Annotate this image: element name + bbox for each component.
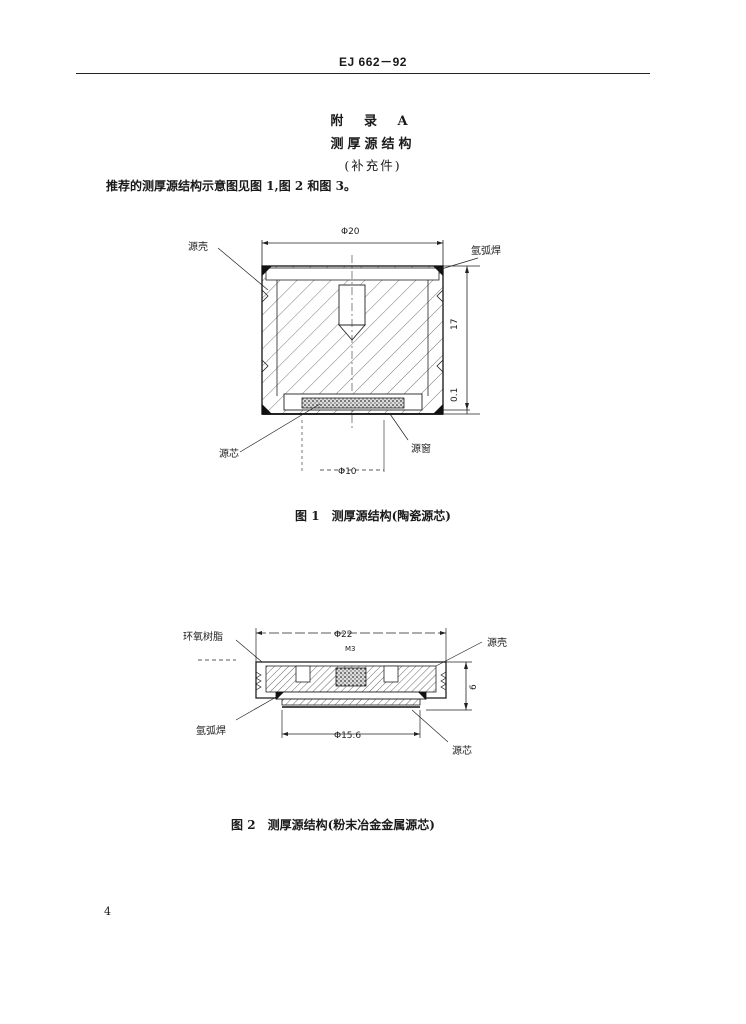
fig1-label-shell: 源壳 (188, 240, 208, 253)
fig2-label-weld: 氩弧焊 (196, 724, 226, 737)
fig1-dim-top-dia: Φ20 (341, 227, 360, 237)
appendix-title: 测厚源结构 (330, 137, 416, 152)
document-code-header: EJ 662－92 (339, 55, 407, 69)
fig2-dim-thread: M3 (345, 645, 356, 653)
fig2-label-epoxy: 环氧树脂 (183, 630, 223, 643)
figure-2-drawing: Φ22 M3 6 Φ15.6 (183, 628, 507, 757)
fig1-label-window: 源窗 (411, 442, 431, 455)
fig1-label-weld: 氩弧焊 (471, 244, 501, 257)
fig2-label-shell: 源壳 (487, 636, 507, 649)
figure-1-drawing: Φ20 17 0.1 Φ10 (188, 227, 501, 477)
fig1-dim-height: 17 (450, 319, 460, 330)
page-number: 4 (104, 905, 111, 918)
fig2-dim-bottom-dia: Φ15.6 (334, 731, 361, 741)
figure-1-caption: 图 1 测厚源结构(陶瓷源芯) (295, 509, 451, 523)
intro-paragraph: 推荐的测厚源结构示意图见图 1,图 2 和图 3。 (106, 179, 356, 193)
fig2-dim-top-dia: Φ22 (334, 630, 353, 640)
fig2-label-core: 源芯 (452, 744, 472, 757)
fig1-dim-gap: 0.1 (450, 388, 460, 402)
fig1-label-core: 源芯 (219, 447, 239, 460)
fig2-dim-height: 6 (469, 684, 479, 690)
header-rule (76, 73, 650, 74)
appendix-label: 附 录 A (330, 114, 416, 129)
figure-2-caption: 图 2 测厚源结构(粉末冶金金属源芯) (231, 818, 435, 832)
fig1-dim-bottom-dia: Φ10 (338, 467, 357, 477)
appendix-note: (补充件) (344, 158, 402, 173)
